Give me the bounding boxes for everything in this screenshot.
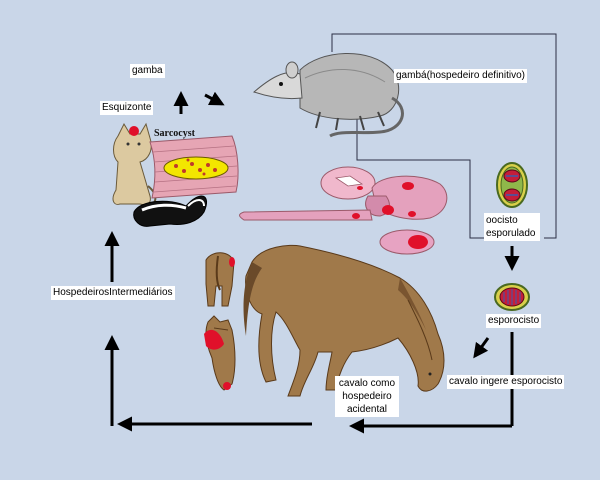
connector-lines xyxy=(331,33,557,239)
horse-illustration xyxy=(243,244,445,397)
label-sarcocyst: Sarcocyst xyxy=(154,128,195,139)
opossum-illustration xyxy=(253,53,404,138)
arrow-to-horse-diagonal xyxy=(473,337,490,359)
cat-lesion xyxy=(129,126,139,136)
label-horse-ingests: cavalo ingere esporocisto xyxy=(447,375,565,389)
arrow-to-opossum xyxy=(204,91,225,106)
cat-illustration xyxy=(112,122,157,207)
label-sporocyst: esporocisto xyxy=(486,314,542,328)
sporocyst-illustration xyxy=(494,283,530,311)
label-esquizonte: Esquizonte xyxy=(100,101,154,115)
label-intermediate-hosts: HospedeirosIntermediários xyxy=(51,286,175,300)
brain-spinal-cord xyxy=(239,166,448,255)
label-definitive-host: gambá(hospedeiro definitivo) xyxy=(394,69,527,83)
label-horse-accidental-host: cavalo como hospedeiro acidental xyxy=(335,376,399,417)
sarcocyst-body xyxy=(163,156,229,180)
label-oocyst: oocisto esporulado xyxy=(484,213,540,241)
oocyst-illustration xyxy=(496,162,528,208)
label-gamba: gamba xyxy=(130,64,165,78)
horse-rear-view xyxy=(205,252,235,307)
horse-head-view xyxy=(204,315,236,391)
skunk-illustration xyxy=(133,195,208,227)
muscle-tissue xyxy=(149,135,239,199)
